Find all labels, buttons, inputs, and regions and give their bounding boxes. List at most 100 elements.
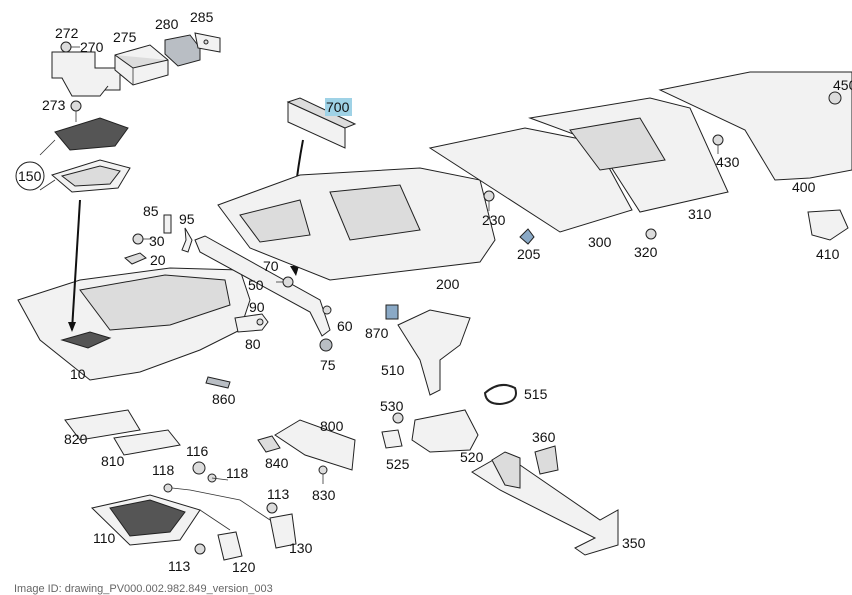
part-label-10: 10 <box>70 366 86 382</box>
part-label-205: 205 <box>517 246 541 262</box>
lamp-frame-150-lower <box>50 159 131 193</box>
module-275 <box>114 44 169 86</box>
part-label-450: 450 <box>833 77 852 93</box>
clip-320 <box>645 228 657 240</box>
bracket-410 <box>807 209 849 241</box>
clip-85 <box>163 214 172 234</box>
part-label-85: 85 <box>143 203 159 219</box>
part-label-840: 840 <box>265 455 289 471</box>
image-caption: Image ID: drawing_PV000.002.982.849_vers… <box>14 583 273 595</box>
fastener-60 <box>322 305 332 315</box>
nut-530 <box>392 412 404 424</box>
part-label-150: 150 <box>18 168 42 184</box>
part-label-350: 350 <box>622 535 646 551</box>
part-label-116: 116 <box>186 443 209 459</box>
part-label-273: 273 <box>42 97 66 113</box>
bracket-270 <box>51 51 121 97</box>
part-label-860: 860 <box>212 391 236 407</box>
clip-230 <box>483 190 495 211</box>
roof-bow-50 <box>194 235 331 337</box>
trim-800 <box>274 419 356 471</box>
cover-110 <box>90 494 201 546</box>
bracket-130 <box>269 513 297 549</box>
screw-830 <box>318 465 328 484</box>
mat-820 <box>64 409 141 441</box>
part-label-20: 20 <box>150 252 166 268</box>
part-label-430: 430 <box>716 154 740 170</box>
part-label-70: 70 <box>263 258 279 274</box>
part-label-300: 300 <box>588 234 612 250</box>
nut-113b <box>194 543 206 555</box>
fastener-30 <box>132 233 152 245</box>
part-label-50: 50 <box>248 277 264 293</box>
clip-95 <box>181 227 193 253</box>
part-label-270: 270 <box>80 39 104 55</box>
part-label-820: 820 <box>64 431 88 447</box>
seal-515 <box>483 383 517 406</box>
part-label-80: 80 <box>245 336 261 352</box>
part-label-360: 360 <box>532 429 556 445</box>
part-label-870: 870 <box>365 325 389 341</box>
part-label-95: 95 <box>179 211 195 227</box>
part-label-130: 130 <box>289 540 313 556</box>
nut-113a <box>266 502 278 514</box>
nut-116 <box>192 461 206 475</box>
rail-350 <box>471 451 619 556</box>
part-label-118b: 118 <box>226 465 249 481</box>
seal-700 <box>286 97 357 149</box>
label-700-highlight <box>325 98 352 116</box>
part-label-280: 280 <box>155 16 179 32</box>
clip-525 <box>381 429 403 449</box>
part-label-75: 75 <box>320 357 336 373</box>
part-label-320: 320 <box>634 244 658 260</box>
part-label-200: 200 <box>436 276 460 292</box>
part-label-272: 272 <box>55 25 79 41</box>
part-label-530: 530 <box>380 398 404 414</box>
part-label-700: 700 <box>326 99 350 115</box>
roof-panel-400 <box>658 71 852 181</box>
part-label-520: 520 <box>460 449 484 465</box>
part-label-510: 510 <box>381 362 405 378</box>
part-label-90: 90 <box>249 299 265 315</box>
mat-810 <box>113 429 181 456</box>
control-unit-280 <box>164 34 201 67</box>
roof-panel-310 <box>528 97 729 213</box>
part-label-285: 285 <box>190 9 214 25</box>
part-label-120: 120 <box>232 559 256 575</box>
lamp-cover-150-upper <box>54 117 129 151</box>
cover-870 <box>385 304 399 320</box>
bracket-285 <box>194 32 221 53</box>
part-label-113a: 113 <box>267 486 290 502</box>
bolt-118b <box>207 473 229 483</box>
cap-75 <box>319 338 333 352</box>
part-label-800: 800 <box>320 418 344 434</box>
part-label-525: 525 <box>386 456 410 472</box>
strip-860 <box>205 376 231 389</box>
part-label-830: 830 <box>312 487 336 503</box>
bracket-120 <box>217 531 243 561</box>
part-label-400: 400 <box>792 179 816 195</box>
clip-430 <box>712 134 724 154</box>
headliner-10 <box>17 267 251 381</box>
part-label-30: 30 <box>149 233 165 249</box>
part-label-110: 110 <box>93 530 116 546</box>
callout-circle-150 <box>15 161 45 191</box>
roof-panel-200 <box>217 167 496 281</box>
part-label-515: 515 <box>524 386 548 402</box>
screw-272 <box>60 41 80 53</box>
trim-520 <box>411 409 479 453</box>
part-label-60: 60 <box>337 318 353 334</box>
cover-360 <box>534 445 559 475</box>
part-label-118a: 118 <box>152 462 175 478</box>
bolt-118a <box>163 483 191 493</box>
part-label-113b: 113 <box>168 558 191 574</box>
screw-90 <box>256 318 264 326</box>
part-label-275: 275 <box>113 29 137 45</box>
cap-450 <box>828 91 842 105</box>
pillar-trim-510 <box>397 309 471 396</box>
bracket-20 <box>124 252 147 265</box>
screw-273 <box>70 100 82 122</box>
clip-840 <box>257 435 281 453</box>
